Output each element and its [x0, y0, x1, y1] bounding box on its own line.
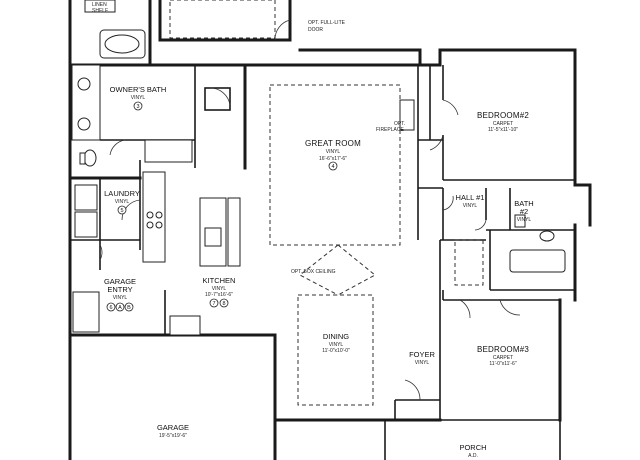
owners-bath-floor: VINYL	[131, 95, 146, 101]
great-room-label: GREAT ROOM VINYL 16'-6"x17'-6" 4	[305, 139, 361, 171]
garage-entry-label: GARAGE ENTRY VINYL 6 A B	[104, 277, 136, 312]
kitchen-name: KITCHEN	[203, 276, 236, 285]
bath2-floor: VINYL	[517, 217, 532, 223]
dining-floor: VINYL	[329, 342, 344, 348]
garage-entry-tag-1: 6	[109, 305, 112, 311]
great-room-floor: VINYL	[326, 149, 341, 155]
bath2-number: #2	[520, 207, 528, 216]
bedroom2-name: BEDROOM#2	[477, 111, 529, 120]
porch-sub: A.D.	[468, 453, 478, 459]
great-room-name: GREAT ROOM	[305, 139, 361, 148]
laundry-label: LAUNDRY VINYL 5	[104, 189, 140, 215]
opt-door-note-1: OPT. FULL-LITE	[308, 20, 346, 26]
kitchen-tag-1: 7	[212, 301, 215, 307]
porch-name: PORCH	[459, 443, 486, 452]
hall1-name: HALL #1	[456, 193, 485, 202]
garage-entry-name: GARAGE	[104, 277, 136, 286]
ceiling-outlines	[169, 0, 484, 406]
laundry-name: LAUNDRY	[104, 189, 140, 198]
opt-fireplace-note-1: OPT.	[394, 121, 405, 127]
garage-entry-floor: VINYL	[113, 295, 128, 301]
hall1-floor: VINYL	[463, 203, 478, 209]
bedroom2-label: BEDROOM#2 CARPET 11'-5"x11'-10"	[477, 111, 529, 133]
laundry-floor: VINYL	[115, 199, 130, 205]
notes: LINEN SHELF OPT. FULL-LITE DOOR OPT. FIR…	[92, 2, 405, 275]
garage-name: GARAGE	[157, 423, 189, 432]
opt-box-ceiling-note: OPT. BOX CEILING	[291, 269, 336, 275]
opt-door-note-2: DOOR	[308, 27, 323, 33]
bedroom2-size: 11'-5"x11'-10"	[488, 127, 518, 133]
kitchen-size: 10'-7"x16'-6"	[205, 292, 233, 298]
kitchen-tag-2: 8	[222, 301, 225, 307]
owners-bath-name: OWNER'S BATH	[110, 85, 167, 94]
dining-name: DINING	[323, 332, 349, 341]
kitchen-label: KITCHEN VINYL 10'-7"x16'-6" 7 8	[203, 276, 236, 308]
dining-label: DINING VINYL 11'-0"x10'-0"	[322, 332, 350, 354]
linen-shelf-note-2: SHELF	[92, 8, 108, 14]
foyer-floor: VINYL	[415, 360, 430, 366]
bath2-label: BATH #2 VINYL	[514, 199, 533, 223]
foyer-label: FOYER VINYL	[409, 350, 435, 366]
laundry-tag: 5	[120, 208, 123, 214]
dining-size: 11'-0"x10'-0"	[322, 348, 350, 354]
garage-entry-tag-2: A	[118, 305, 122, 311]
kitchen-floor: VINYL	[212, 286, 227, 292]
garage-size: 19'-5"x19'-6"	[159, 433, 187, 439]
owners-bath-label: OWNER'S BATH VINYL 3	[110, 85, 167, 111]
bedroom3-floor: CARPET	[493, 355, 513, 361]
great-room-tag: 4	[331, 164, 334, 170]
owners-bath-tag: 3	[136, 104, 139, 110]
porch-label: PORCH A.D.	[459, 443, 486, 459]
fixtures	[71, 0, 566, 336]
foyer-name: FOYER	[409, 350, 435, 359]
opt-fireplace-note-2: FIREPLACE	[376, 127, 404, 133]
great-room-size: 16'-6"x17'-6"	[319, 156, 347, 162]
hall1-label: HALL #1 VINYL	[456, 193, 485, 209]
walls	[68, 0, 592, 460]
bedroom2-floor: CARPET	[493, 121, 513, 127]
linen-shelf-note-1: LINEN	[92, 2, 107, 8]
garage-label: GARAGE 19'-5"x19'-6"	[157, 423, 189, 439]
bath2-name: BATH	[514, 199, 533, 208]
bedroom3-name: BEDROOM#3	[477, 345, 529, 354]
bedroom3-label: BEDROOM#3 CARPET 11'-0"x11'-6"	[477, 345, 529, 367]
garage-entry-tag-3: B	[127, 305, 131, 311]
garage-entry-line2: ENTRY	[107, 285, 132, 294]
bedroom3-size: 11'-0"x11'-6"	[489, 361, 516, 367]
door-swings	[99, 19, 521, 401]
